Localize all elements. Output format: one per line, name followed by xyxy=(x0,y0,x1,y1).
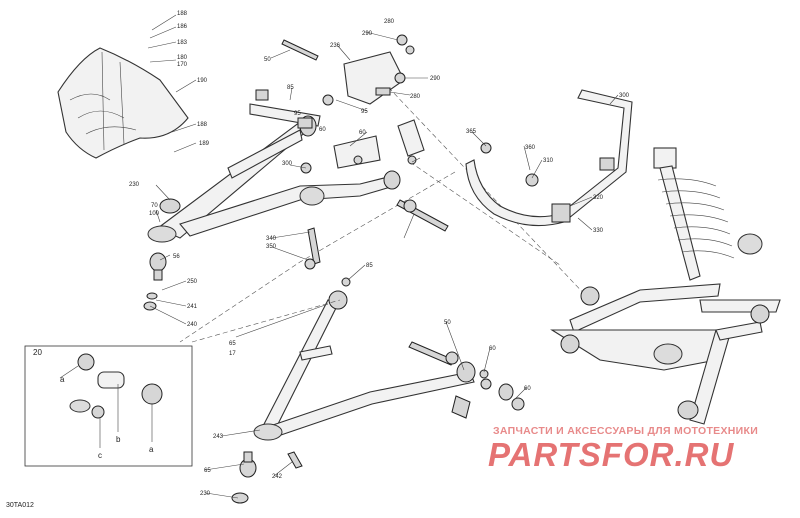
callout: 65 xyxy=(229,341,236,347)
callout: 50 xyxy=(444,320,451,326)
callout: 241 xyxy=(187,304,198,310)
callout: 60 xyxy=(489,346,496,352)
mid-bracket xyxy=(333,119,425,169)
callout: 330 xyxy=(593,228,604,234)
callout: 190 xyxy=(197,78,208,84)
callout: 340 xyxy=(266,236,277,242)
callout: 60 xyxy=(524,386,531,392)
callout: 50 xyxy=(264,57,271,63)
callout: 70 xyxy=(151,203,158,209)
shock-absorber xyxy=(653,147,763,281)
callout-labels: 188 186 183 180 170 190 188 189 230 70 1… xyxy=(129,11,630,497)
callout: 300 xyxy=(619,93,630,99)
callout: 188 xyxy=(177,11,188,17)
callout: 310 xyxy=(543,158,554,164)
callout: 290 xyxy=(362,31,373,37)
callout: 95 xyxy=(361,109,368,115)
callout: 240 xyxy=(187,322,198,328)
inset-letter-a: a xyxy=(60,375,65,384)
callout: 320 xyxy=(593,195,604,201)
callout: 100 xyxy=(149,211,160,217)
callout: 56 xyxy=(173,254,180,260)
callout: 95 xyxy=(294,111,301,117)
inset-number: 20 xyxy=(33,348,42,357)
inset-letter-a2: a xyxy=(149,445,154,454)
callout: 180 xyxy=(177,55,188,61)
callout: 17 xyxy=(229,351,236,357)
assembled-suspension xyxy=(550,283,781,425)
sway-bar xyxy=(465,89,633,227)
watermark-tagline: ЗАПЧАСТИ И АКСЕССУАРЫ ДЛЯ МОТОТЕХНИКИ xyxy=(493,425,759,437)
callout: 60 xyxy=(359,130,366,136)
callout: 236 xyxy=(330,43,341,49)
callout: 250 xyxy=(187,279,198,285)
alignment-line xyxy=(409,161,561,266)
callout: 365 xyxy=(466,129,477,135)
ball-joint-lower xyxy=(231,451,257,504)
callout: 242 xyxy=(272,474,283,480)
callout: 85 xyxy=(287,85,294,91)
leader-lines xyxy=(147,14,619,499)
alignment-line xyxy=(371,69,591,301)
callout: 189 xyxy=(199,141,210,147)
tie-link xyxy=(304,227,321,270)
callout: 230 xyxy=(129,182,140,188)
callout: 85 xyxy=(366,263,373,269)
lower-a-arm xyxy=(253,290,476,441)
callout: 65 xyxy=(204,468,211,474)
callout: 300 xyxy=(282,161,293,167)
callout: 280 xyxy=(384,19,395,25)
bolt-long xyxy=(396,199,459,366)
callout: 280 xyxy=(410,94,421,100)
callout: 183 xyxy=(177,40,188,46)
inset-letter-b: b xyxy=(116,435,121,444)
callout: 186 xyxy=(177,24,188,30)
diagram-code: 30TA012 xyxy=(6,502,34,509)
callout: 170 xyxy=(177,62,188,68)
callout: 243 xyxy=(213,434,224,440)
ball-joint-upper xyxy=(143,198,181,311)
callout: 188 xyxy=(197,122,208,128)
inset-line xyxy=(191,299,341,343)
upper-a-arm xyxy=(147,103,401,243)
bushing-inset: 20 a b c a xyxy=(24,345,193,467)
callout: 290 xyxy=(430,76,441,82)
shock-bracket xyxy=(281,34,415,105)
callout: 60 xyxy=(319,127,326,133)
fender-guard xyxy=(57,47,189,159)
callout: 230 xyxy=(200,491,211,497)
callout: 360 xyxy=(525,145,536,151)
callout: 350 xyxy=(266,244,277,250)
lower-right-hardware xyxy=(287,369,525,469)
inset-letter-c: c xyxy=(98,451,102,460)
watermark-brand: PARTSFOR.RU xyxy=(488,436,735,473)
